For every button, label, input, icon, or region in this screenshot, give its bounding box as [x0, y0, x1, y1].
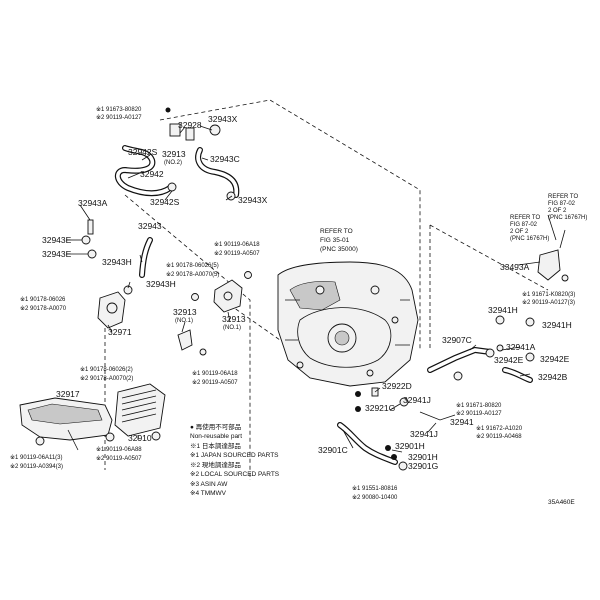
label-32917: 32917: [56, 389, 80, 399]
label-32901g: 32901G: [408, 461, 438, 471]
label-32943a: 32943A: [78, 198, 108, 208]
note-right-2: ※2 90119-A0127(3): [522, 299, 575, 306]
label-32913-right-no: (NO.1): [223, 325, 241, 331]
label-32910: 32910: [128, 433, 152, 443]
transmission-body: [277, 261, 419, 387]
label-32941: 32941: [450, 417, 474, 427]
ref-r2-1: REFER TO: [510, 215, 540, 221]
ref-r2-3: 2 OF 2: [510, 229, 529, 235]
label-32942s-mid: 32942S: [150, 197, 180, 207]
note-left-mid-2: ※2 90178-A0070: [20, 305, 67, 312]
label-32901c: 32901C: [318, 445, 348, 455]
legend-item-6: ※2 LOCAL SOURCED PARTS: [190, 471, 280, 478]
label-32913-mid: 32913: [173, 307, 197, 317]
label-32943h-1: 32943H: [102, 257, 132, 267]
label-32941a: 32941A: [506, 342, 536, 352]
label-32942e-1: 32942E: [494, 355, 524, 365]
note-low-2: ※2 90119-A0507: [192, 379, 238, 386]
label-32943: 32943: [138, 221, 162, 231]
note-mid-1: ※1 90119-06A18: [214, 241, 260, 248]
label-33493a: 33493A: [500, 262, 530, 272]
label-32907c: 32907C: [442, 335, 472, 345]
note-left-low-1: ※1 90178-06026(2): [80, 366, 133, 373]
label-32941j-2: 32941J: [410, 429, 438, 439]
note-mid-3: ※1 90178-06026(5): [166, 262, 219, 269]
note-right-1: ※1 91671-K0820(3): [522, 291, 575, 298]
note-bot-left-2: ※2 90119-A0394(3): [10, 463, 63, 470]
label-32913-right: 32913: [222, 314, 246, 324]
legend-item-4: ※1 JAPAN SOURCED PARTS: [190, 452, 279, 459]
legend-item-2: Non-reusable part: [190, 433, 242, 440]
label-32943h-2: 32943H: [146, 279, 176, 289]
label-32928: 32928: [178, 120, 202, 130]
label-32922d: 32922D: [382, 381, 412, 391]
note-top-left-1: ※1 91673-80820: [96, 106, 142, 113]
note-top-left-2: ※2 90119-A0127: [96, 114, 142, 121]
legend-item-3: ※1 日本調達部品: [190, 441, 241, 450]
label-32943x-mid: 32943X: [238, 195, 268, 205]
label-32941j-1: 32941J: [403, 395, 431, 405]
ref-r1-3: 2 OF 2: [548, 208, 567, 214]
note-bot-mid-1: ※1 90119-06A88: [96, 446, 142, 453]
label-32942: 32942: [140, 169, 164, 179]
ref-r1-1: REFER TO: [548, 194, 578, 200]
note-bot-mid-2: ※2 90119-A0507: [96, 455, 142, 462]
legend-item-7: ※3 ASIN AW: [190, 481, 228, 488]
label-32921g: 32921G: [365, 403, 395, 413]
note-right-low-3: ※1 91672-A1020: [476, 425, 523, 432]
label-32901h-2: 32901H: [408, 452, 438, 462]
leader-lines: [66, 125, 541, 453]
legend-item-5: ※2 現地調達部品: [190, 460, 241, 469]
upper-hose-assembly: [81, 107, 240, 278]
legend-item-8: ※4 TMMWV: [190, 490, 227, 497]
lower-pipe-assembly: [337, 346, 533, 471]
label-32943e-1: 32943E: [42, 235, 72, 245]
ref-engine-3: (PNC 35000): [320, 246, 358, 253]
label-32943x-top: 32943X: [208, 114, 238, 124]
note-mid-2: ※2 90119-A0507: [214, 250, 260, 257]
label-32971: 32971: [108, 327, 132, 337]
label-32942s-top: 32942S: [128, 147, 158, 157]
right-bracket-assembly: [495, 214, 569, 362]
note-left-mid-1: ※1 90178-06026: [20, 296, 66, 303]
refer-to-blocks: REFER TO FIG 35-01 (PNC 35000) REFER TO …: [320, 194, 587, 253]
note-right-low-4: ※2 90119-A0468: [476, 433, 522, 440]
label-32942e-2: 32942E: [540, 354, 570, 364]
left-bracket-assembly: [97, 271, 252, 356]
ref-r1-4: (PNC 16767H): [548, 215, 587, 221]
note-mid-4: ※2 90178-A0070(5): [166, 271, 219, 278]
note-bottom-2: ※2 90080-10400: [352, 494, 398, 501]
ref-r2-4: (PNC 16767H): [510, 236, 549, 242]
label-32941h-1: 32941H: [488, 305, 518, 315]
note-right-low-1: ※1 91671-80820: [456, 402, 502, 409]
oil-cooler-assembly: [19, 383, 166, 446]
note-right-low-2: ※2 90119-A0127: [456, 410, 502, 417]
ref-engine-2: FIG 35-01: [320, 237, 350, 244]
label-32943e-2: 32943E: [42, 249, 72, 259]
label-32913-top: 32913: [162, 149, 186, 159]
note-left-low-2: ※2 90178-A0070(2): [80, 375, 133, 382]
note-bot-left-1: ※1 90119-06A11(3): [10, 454, 63, 461]
part-notes: ※1 91673-80820 ※2 90119-A0127 ※1 90178-0…: [10, 106, 575, 501]
label-32913-mid-no: (NO.1): [175, 318, 193, 324]
note-low-1: ※1 90119-06A18: [192, 370, 238, 377]
legend-item-1: ● 再使用不可部品: [190, 422, 241, 431]
note-bottom-1: ※1 91551-80816: [352, 485, 398, 492]
label-32913-top-no: (NO.2): [164, 160, 182, 166]
ref-r1-2: FIG 87-02: [548, 201, 576, 207]
ref-engine-1: REFER TO: [320, 228, 353, 235]
ref-r2-2: FIG 87-02: [510, 222, 538, 228]
label-32941h-2: 32941H: [542, 320, 572, 330]
label-32942b: 32942B: [538, 372, 568, 382]
part-labels: 32928 32943X 32913 (NO.2) 32942S 32942 3…: [42, 114, 572, 471]
diagram-code: 35A460E: [548, 499, 575, 506]
label-32943c: 32943C: [210, 154, 240, 164]
legend: ● 再使用不可部品 Non-reusable part ※1 日本調達部品 ※1…: [190, 422, 280, 497]
label-32901h-1: 32901H: [395, 441, 425, 451]
